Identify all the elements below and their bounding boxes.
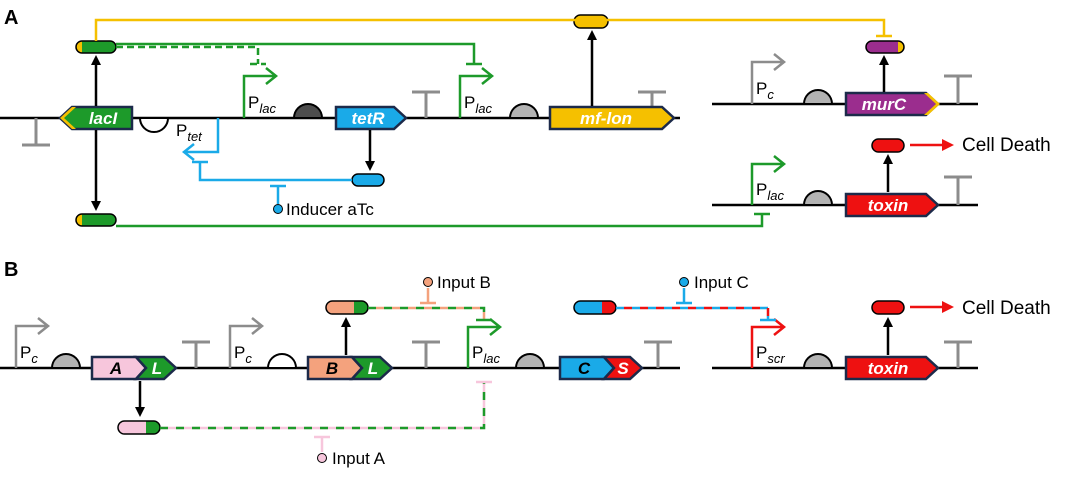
gene-laci: lacI	[58, 105, 134, 131]
input-a-label: Input A	[332, 449, 386, 468]
input-b-icon	[423, 277, 433, 287]
svg-text:toxin: toxin	[868, 196, 909, 215]
panel-a-label: A	[4, 7, 18, 29]
svg-text:murC: murC	[862, 95, 907, 114]
promoter-plac-icon	[466, 318, 503, 368]
repression-line	[624, 306, 770, 320]
rbs-icon	[508, 103, 540, 119]
promoter-plac-icon	[458, 67, 495, 118]
cell-death-label: Cell Death	[962, 135, 1051, 156]
gene-murc: murC	[844, 91, 940, 117]
promoter-pc-icon	[750, 53, 787, 104]
toxin-protein-icon	[871, 300, 905, 315]
svg-text:S: S	[617, 359, 629, 378]
cell-death-label: Cell Death	[962, 298, 1051, 319]
toxin-protein-icon	[871, 138, 905, 153]
murc-protein-icon	[865, 40, 905, 54]
promoter-ptet-icon	[181, 118, 220, 161]
mf-lon-protein-icon	[573, 14, 609, 29]
c-s-protein-icon	[573, 300, 617, 315]
b-l-protein-icon	[325, 300, 369, 315]
repression-line	[160, 382, 486, 430]
laci-protein-icon	[75, 213, 117, 227]
promoter-plac-icon	[242, 67, 279, 118]
tetr-protein-icon	[351, 173, 385, 187]
rbs-icon	[802, 190, 834, 206]
svg-text:A: A	[109, 359, 122, 378]
svg-text:C: C	[578, 359, 591, 378]
repression-line	[116, 45, 266, 66]
gene-a-l: A L	[90, 355, 178, 381]
rbs-icon	[266, 353, 298, 369]
input-a-icon	[317, 453, 327, 463]
repression-line	[616, 306, 770, 320]
a-l-protein-icon	[117, 420, 161, 435]
svg-text:L: L	[152, 359, 162, 378]
gene-tetr: tetR	[334, 105, 408, 131]
rbs-icon	[292, 103, 324, 119]
promoter-label: Plac	[756, 180, 784, 203]
rbs-icon	[138, 117, 170, 133]
input-b-label: Input B	[437, 273, 491, 292]
gene-c-s: C S	[558, 355, 644, 381]
repression-line	[368, 306, 486, 320]
svg-text:mf-lon: mf-lon	[580, 109, 632, 128]
terminator-icon	[944, 175, 972, 205]
repression-line	[116, 42, 482, 66]
repression-line	[160, 382, 486, 430]
terminator-icon	[412, 340, 440, 368]
rbs-icon	[802, 353, 834, 369]
gene-mf-lon: mf-lon	[548, 105, 676, 131]
rbs-icon	[50, 353, 82, 369]
gene-toxin: toxin	[844, 192, 940, 218]
svg-text:lacI: lacI	[89, 109, 119, 128]
terminator-icon	[412, 90, 440, 118]
svg-text:B: B	[326, 359, 338, 378]
inducer-atc-icon	[273, 204, 283, 214]
terminator-icon	[22, 118, 50, 147]
rbs-icon	[514, 353, 546, 369]
svg-text:tetR: tetR	[351, 109, 385, 128]
repression-line	[192, 160, 352, 182]
svg-text:L: L	[368, 359, 378, 378]
gene-b-l: B L	[306, 355, 394, 381]
input-c-icon	[679, 277, 689, 287]
promoter-label: Ptet	[176, 121, 203, 144]
inducer-label: Inducer aTc	[286, 200, 374, 219]
terminator-icon	[644, 340, 672, 368]
terminator-icon	[944, 74, 972, 104]
panel-b-label: B	[4, 259, 18, 281]
terminator-icon	[944, 340, 972, 368]
promoter-label: Pscr	[756, 343, 785, 366]
promoter-pc-icon	[228, 317, 265, 368]
promoter-plac-icon	[750, 155, 787, 205]
rbs-icon	[802, 89, 834, 105]
promoter-label: Plac	[472, 343, 500, 366]
promoter-label: Plac	[248, 93, 276, 116]
promoter-pscr-icon	[750, 318, 787, 368]
promoter-label: Pc	[756, 79, 774, 102]
repression-line	[94, 18, 892, 41]
promoter-pc-icon	[14, 317, 51, 368]
repression-line	[116, 212, 770, 228]
svg-text:toxin: toxin	[868, 359, 909, 378]
terminator-icon	[182, 340, 210, 368]
repression-line	[376, 306, 486, 320]
gene-toxin: toxin	[844, 355, 940, 381]
promoter-label: Pc	[234, 343, 252, 366]
input-c-label: Input C	[694, 273, 749, 292]
laci-protein-icon	[75, 40, 117, 54]
promoter-label: Plac	[464, 93, 492, 116]
promoter-label: Pc	[20, 343, 38, 366]
